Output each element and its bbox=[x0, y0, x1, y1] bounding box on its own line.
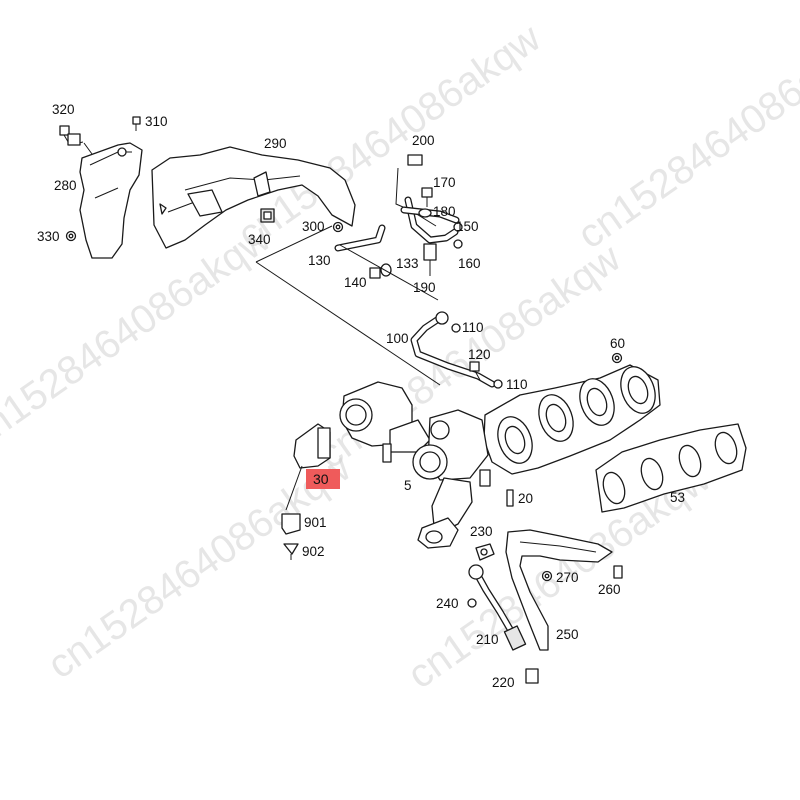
part-230-bracket bbox=[475, 543, 495, 561]
part-150-seal bbox=[453, 222, 463, 232]
part-110-seal bbox=[451, 323, 461, 333]
exhaust-manifold bbox=[483, 364, 661, 475]
callout-110: 110 bbox=[462, 320, 484, 335]
part-170-banjo-bolt bbox=[421, 187, 433, 207]
part-270-washer bbox=[541, 570, 553, 582]
part-260-bolt bbox=[613, 565, 623, 579]
part-901-plug bbox=[281, 513, 301, 535]
callout-190: 190 bbox=[413, 280, 436, 295]
callout-170: 170 bbox=[433, 175, 456, 190]
callout-110: 110 bbox=[506, 377, 528, 392]
part-340-clip bbox=[260, 208, 275, 223]
part-140-fitting bbox=[369, 267, 381, 279]
part-280-heat-shield bbox=[79, 142, 143, 259]
callout-100: 100 bbox=[386, 331, 409, 346]
callout-60: 60 bbox=[610, 336, 625, 351]
callout-250: 250 bbox=[556, 627, 579, 642]
callout-30-highlighted: 30 bbox=[313, 471, 329, 487]
callout-5: 5 bbox=[404, 478, 412, 493]
part-130-oil-line bbox=[334, 224, 386, 252]
callout-150: 150 bbox=[456, 219, 479, 234]
part-30-actuator bbox=[285, 423, 331, 511]
part-60-stud bbox=[611, 352, 623, 364]
callout-160: 160 bbox=[458, 256, 481, 271]
part-220-plug bbox=[525, 668, 539, 684]
callout-280: 280 bbox=[54, 178, 77, 193]
part-902-pin bbox=[283, 543, 299, 560]
callout-270: 270 bbox=[556, 570, 579, 585]
callout-240: 240 bbox=[436, 596, 459, 611]
part-330-washer bbox=[65, 230, 77, 242]
callout-230: 230 bbox=[470, 524, 493, 539]
part-110-seal bbox=[493, 379, 503, 389]
watermark-text: cn1528464086akqw bbox=[0, 216, 279, 457]
highlight-box bbox=[306, 469, 340, 489]
callout-200: 200 bbox=[412, 133, 435, 148]
callout-140: 140 bbox=[344, 275, 367, 290]
watermark-text: cn1528464086akqw bbox=[570, 16, 800, 257]
part-290-heat-shield bbox=[151, 146, 356, 249]
part-190-fitting bbox=[423, 243, 437, 276]
callout-133: 133 bbox=[396, 256, 419, 271]
watermark-layer: cn1528464086akqw cn1528464086akqw cn1528… bbox=[0, 16, 800, 697]
callout-902: 902 bbox=[302, 544, 325, 559]
callout-120: 120 bbox=[468, 347, 491, 362]
leader-frame bbox=[255, 225, 441, 386]
callout-53: 53 bbox=[670, 490, 685, 505]
part-310-nut bbox=[132, 116, 141, 131]
part-180-seal bbox=[418, 208, 432, 218]
part-160-seal bbox=[453, 239, 463, 249]
callout-210: 210 bbox=[476, 632, 499, 647]
callout-300: 300 bbox=[302, 219, 325, 234]
part-5-turbocharger bbox=[339, 381, 491, 549]
callout-340: 340 bbox=[248, 232, 271, 247]
callout-180: 180 bbox=[433, 204, 456, 219]
part-53-gasket bbox=[595, 423, 747, 513]
callout-260: 260 bbox=[598, 582, 621, 597]
part-200-oil-line bbox=[395, 154, 460, 244]
part-250-support-bracket bbox=[505, 529, 613, 651]
part-210-drain-pipe bbox=[468, 564, 527, 651]
part-133-seal bbox=[380, 263, 392, 277]
callout-130: 130 bbox=[308, 253, 331, 268]
part-20-stud bbox=[506, 489, 514, 507]
part-320-bolt bbox=[59, 125, 84, 146]
callout-220: 220 bbox=[492, 675, 515, 690]
part-240-washer bbox=[467, 598, 477, 608]
part-300-washer bbox=[332, 221, 344, 233]
callout-290: 290 bbox=[264, 136, 287, 151]
callout-310: 310 bbox=[145, 114, 168, 129]
callout-labels: 320 310 290 280 330 340 300 200 170 180 … bbox=[37, 102, 685, 690]
part-120-bolt bbox=[469, 361, 481, 381]
callout-320: 320 bbox=[52, 102, 75, 117]
callout-901: 901 bbox=[304, 515, 327, 530]
callout-330: 330 bbox=[37, 229, 60, 244]
callout-20: 20 bbox=[518, 491, 533, 506]
